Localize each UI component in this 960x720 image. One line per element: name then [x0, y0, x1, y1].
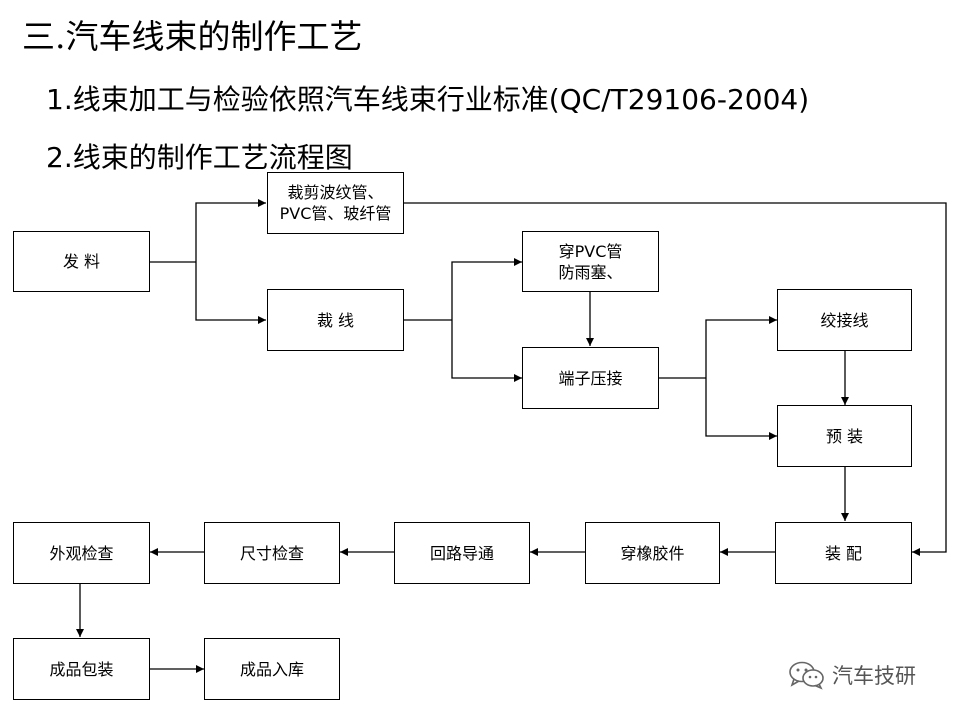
node-hui-lu: 回路导通	[394, 522, 530, 584]
subtitle-standard: 1.线束加工与检验依照汽车线束行业标准(QC/T29106-2004)	[46, 83, 810, 116]
node-fa-liao: 发 料	[13, 231, 150, 292]
node-chi-cun: 尺寸检查	[204, 522, 340, 584]
subtitle-flowchart: 2.线束的制作工艺流程图	[46, 141, 353, 174]
node-jiao-jie: 绞接线	[777, 289, 912, 351]
wechat-icon	[789, 661, 824, 690]
edge-to-chuanpvc	[451, 258, 522, 320]
node-duanzi: 端子压接	[522, 347, 659, 409]
edge-to-caixian	[195, 262, 266, 324]
node-cheng-bao: 成品包装	[13, 638, 150, 700]
node-chuan-xiang: 穿橡胶件	[585, 522, 720, 584]
edge-to-yuzhuang	[705, 378, 777, 440]
edge-to-jiaojie	[705, 316, 777, 378]
edge-caibo-zhuangpei	[404, 202, 947, 556]
edge-to-duanzi	[451, 320, 522, 382]
edge-to-caibo	[195, 199, 266, 262]
node-wai-guan: 外观检查	[13, 522, 150, 584]
node-zhuang-pei: 装 配	[775, 522, 912, 584]
node-cai-xian: 裁 线	[267, 289, 404, 351]
node-cai-bo: 裁剪波纹管、 PVC管、玻纤管	[267, 172, 404, 234]
watermark-text: 汽车技研	[832, 664, 916, 688]
node-chuan-pvc: 穿PVC管 防雨塞、	[522, 231, 659, 292]
watermark: 汽车技研	[788, 660, 916, 690]
node-yu-zhuang: 预 装	[777, 405, 912, 467]
page-title: 三.汽车线束的制作工艺	[22, 17, 363, 56]
node-cheng-ru: 成品入库	[204, 638, 340, 700]
